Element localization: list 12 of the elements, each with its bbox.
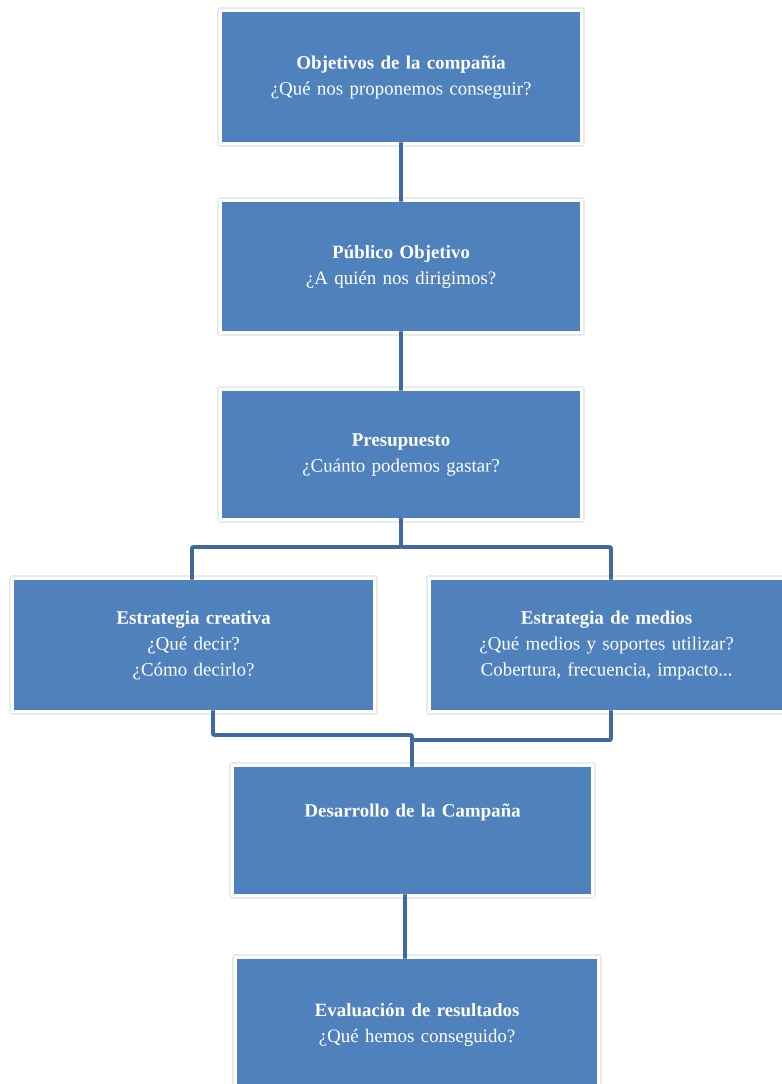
connector-line [403,894,407,959]
connector-line [410,710,613,767]
process-box: Público Objetivo ¿A quién nos dirigimos? [217,197,585,336]
process-box: Estrategia creativa ¿Qué decir? ¿Cómo decirlo? [9,575,378,715]
process-box: Presupuesto ¿Cuánto podemos gastar? [217,386,585,523]
connector-line [399,142,403,202]
process-box: Desarrollo de la Campaña [229,762,596,899]
process-box: Estrategia de medios ¿Qué medios y soportes utilizar? Cobertura, frecuencia, impacto... [426,575,782,715]
process-box: Objetivos de la compañía ¿Qué nos proponemos conseguir? [217,7,585,147]
connector-line [399,331,403,391]
process-box: Evaluación de resultados ¿Qué hemos conseguido? [232,954,602,1084]
connector-line [399,518,613,580]
